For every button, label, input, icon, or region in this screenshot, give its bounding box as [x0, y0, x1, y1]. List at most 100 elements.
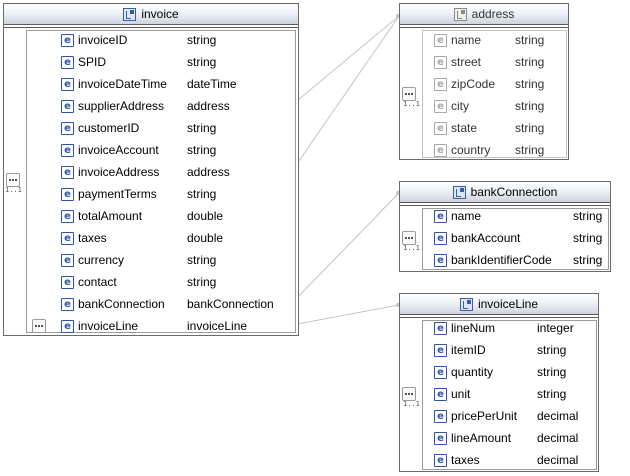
element-name: city: [451, 99, 469, 113]
element-row[interactable]: e totalAmount double: [4, 207, 298, 225]
element-name: zipCode: [451, 77, 496, 91]
sequence-dot: [405, 93, 407, 95]
element-icon: e: [61, 55, 74, 69]
element-name: invoiceAccount: [78, 143, 159, 157]
element-icon: e: [61, 275, 74, 289]
element-icon: e: [61, 77, 74, 91]
bankconnection-header[interactable]: bankConnection: [400, 182, 610, 203]
element-type: string: [187, 187, 217, 201]
element-name: totalAmount: [78, 209, 143, 223]
element-type: double: [187, 209, 224, 223]
element-type: address: [187, 165, 230, 179]
type-reference-connector: [291, 304, 400, 326]
element-type: dateTime: [187, 77, 237, 91]
element-icon: e: [61, 209, 74, 223]
element-icon: e: [434, 343, 447, 357]
sequence-icon[interactable]: [6, 173, 20, 187]
element-type: string: [187, 55, 217, 69]
invoiceline-header[interactable]: invoiceLine: [400, 294, 598, 315]
sequence-dot: [9, 179, 11, 181]
sequence-dot: [411, 237, 413, 239]
sequence-dot: [411, 393, 413, 395]
element-type: bankConnection: [187, 297, 274, 311]
sequence-dot: [408, 93, 410, 95]
bankconnection-title: bankConnection: [470, 185, 558, 199]
complex-type-icon: [453, 7, 467, 21]
element-name: paymentTerms: [78, 187, 157, 201]
element-name: street: [451, 55, 482, 69]
element-row[interactable]: e quantity string: [400, 363, 598, 381]
element-icon: e: [434, 253, 447, 267]
invoice-header[interactable]: invoice: [4, 4, 298, 25]
element-name: state: [451, 121, 478, 135]
element-icon: e: [434, 365, 447, 379]
sequence-icon[interactable]: [402, 387, 416, 401]
sequence-icon[interactable]: [402, 87, 416, 101]
element-icon: e: [61, 231, 74, 245]
sequence-dot: [15, 179, 17, 181]
element-row[interactable]: e lineAmount decimal: [400, 429, 598, 447]
address-header[interactable]: address: [400, 4, 568, 25]
element-row[interactable]: e invoiceDateTime dateTime: [4, 75, 298, 93]
element-type: string: [537, 365, 567, 379]
element-type: invoiceLine: [187, 319, 248, 333]
sequence-frame: [422, 208, 609, 270]
element-name: country: [451, 143, 491, 157]
element-icon: e: [61, 187, 74, 201]
sequence-dot: [408, 393, 410, 395]
element-type: string: [515, 55, 545, 69]
element-name: invoiceDateTime: [78, 77, 167, 91]
element-name: invoiceID: [78, 33, 128, 47]
element-icon: e: [434, 431, 447, 445]
element-row[interactable]: e paymentTerms string: [4, 185, 298, 203]
sequence-dot: [405, 393, 407, 395]
element-name: customerID: [78, 121, 140, 135]
element-type: decimal: [537, 431, 579, 445]
element-name: invoiceLine: [78, 319, 139, 333]
element-type: integer: [537, 321, 574, 335]
sequence-cardinality: 1..1: [5, 186, 22, 194]
sequence-icon[interactable]: [402, 231, 416, 245]
element-name: quantity: [451, 365, 494, 379]
element-type: string: [515, 121, 545, 135]
element-icon: e: [434, 55, 447, 69]
element-name: lineAmount: [451, 431, 512, 445]
element-type: double: [187, 231, 224, 245]
sequence-dot: [35, 325, 37, 327]
element-type: string: [187, 253, 217, 267]
element-icon: e: [61, 143, 74, 157]
element-type: string: [573, 253, 603, 267]
collapsed-sequence-icon[interactable]: [32, 319, 46, 333]
element-name: supplierAddress: [78, 99, 165, 113]
element-type: address: [187, 99, 230, 113]
